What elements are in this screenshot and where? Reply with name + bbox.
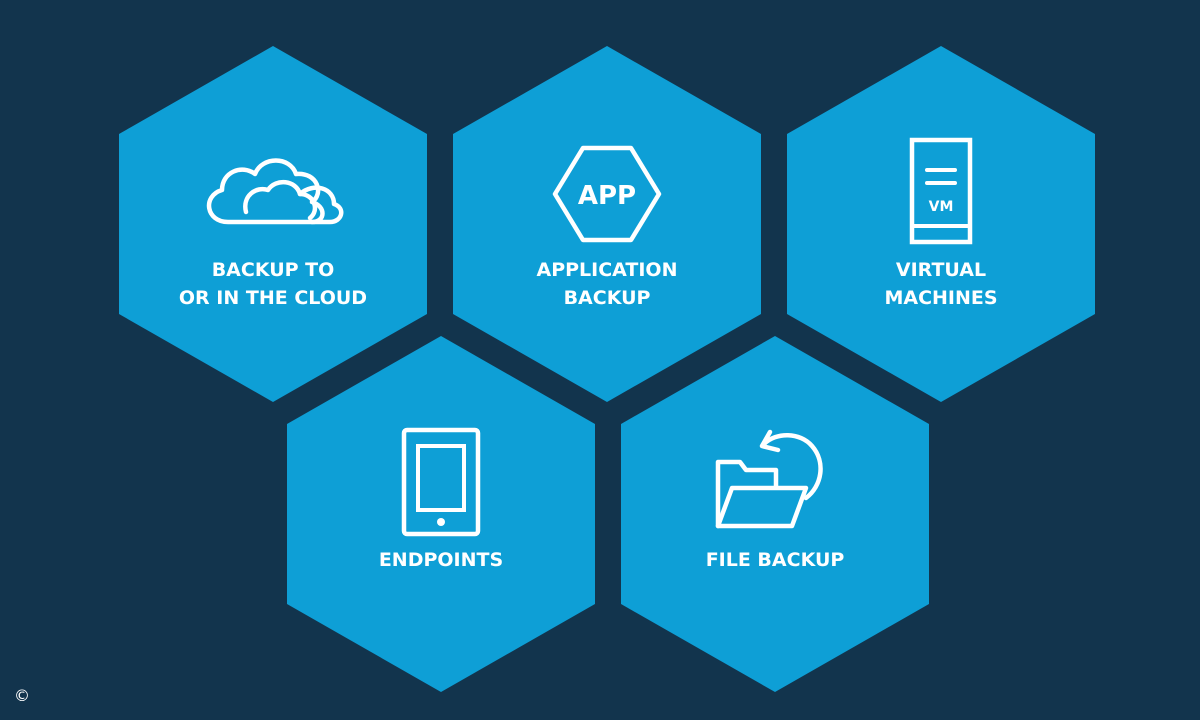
hexagon-application-backup: APP APPLICATION BACKUP — [453, 46, 761, 402]
folder-restore-icon — [715, 429, 823, 529]
vm-icon-text: VM — [929, 199, 954, 215]
hexagon-virtual-machines: VM VIRTUAL MACHINES — [787, 46, 1095, 402]
hexagon-shape — [287, 336, 595, 692]
app-hexagon-icon: APP — [552, 145, 662, 243]
hexagon-label-line1: FILE BACKUP — [706, 549, 845, 571]
copyright-mark: © — [14, 686, 30, 705]
hexagon-label-line2: MACHINES — [884, 287, 997, 309]
hexagon-label-line1: BACKUP TO — [212, 259, 335, 281]
hexagon-file-backup: FILE BACKUP — [621, 336, 929, 692]
hexagon-shape — [453, 46, 761, 402]
tablet-icon — [401, 427, 481, 537]
cloud-icon — [206, 158, 344, 225]
hexagon-label-line1: VIRTUAL — [896, 259, 986, 281]
hexagon-label-line2: OR IN THE CLOUD — [179, 287, 367, 309]
hexagon-label-line2: BACKUP — [564, 287, 651, 309]
hexagon-endpoints: ENDPOINTS — [287, 336, 595, 692]
hexagon-label-line1: APPLICATION — [537, 259, 678, 281]
server-vm-icon: VM — [909, 137, 973, 245]
app-icon-text: APP — [578, 181, 636, 211]
hexagon-label-line1: ENDPOINTS — [379, 549, 503, 571]
hexagon-cloud-backup: BACKUP TO OR IN THE CLOUD — [119, 46, 427, 402]
hexagon-shape — [621, 336, 929, 692]
